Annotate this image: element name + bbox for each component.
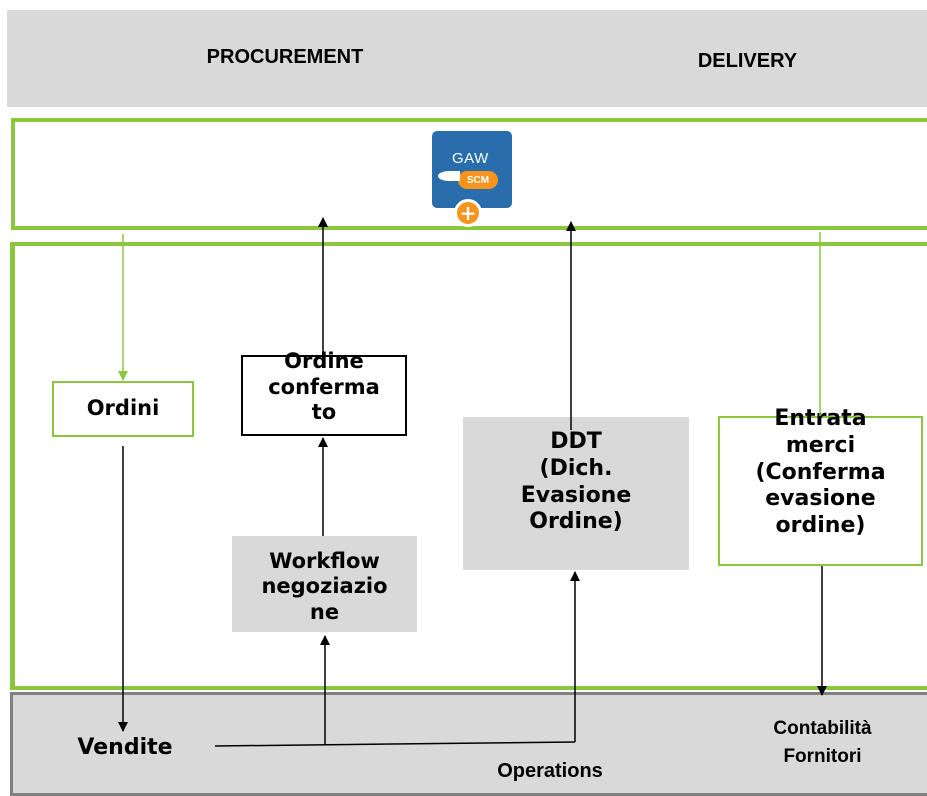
ordini-label: Ordini: [86, 396, 160, 421]
header-procurement-label: PROCUREMENT: [206, 46, 364, 68]
workflow-line-2: negoziazio: [261, 574, 388, 599]
operations-label: Operations: [497, 760, 603, 782]
ddt-line-2: (Dich.: [539, 455, 613, 481]
entrata-line-5: ordine): [775, 513, 866, 539]
ordine-confermato-box: Ordine conferma to: [241, 349, 407, 436]
header-band-procurement: [7, 10, 564, 107]
ordine-confermato-line-1: Ordine: [284, 349, 364, 373]
header-band-delivery: [564, 10, 927, 107]
contabilita-fornitori-label: Contabilità Fornitori: [720, 715, 925, 770]
ordini-box: Ordini: [52, 381, 194, 437]
contabilita-line-1: Contabilità: [773, 718, 872, 739]
department-lane: [10, 692, 927, 796]
logo-swoosh-icon: [438, 171, 460, 181]
header-delivery-label: DELIVERY: [697, 50, 798, 72]
line-vendite-to-operations: [214, 741, 576, 747]
entrata-line-2: merci: [785, 432, 856, 458]
ddt-box: DDT (Dich. Evasione Ordine): [463, 417, 689, 570]
entrata-line-4: evasione: [765, 486, 876, 512]
vendite-label: Vendite: [77, 735, 173, 760]
logo-scm-pill: SCM: [458, 171, 498, 189]
logo-plus-icon: +: [454, 199, 482, 227]
gaw-scm-logo: GAW SCM: [432, 131, 512, 208]
ddt-line-3: Evasione: [520, 482, 632, 508]
entrata-merci-box: Entrata merci (Conferma evasione ordine): [718, 406, 923, 566]
ddt-line-1: DDT: [550, 429, 602, 454]
ddt-line-4: Ordine): [529, 509, 623, 535]
ordine-confermato-line-2: conferma: [268, 374, 380, 399]
entrata-line-3: (Conferma: [755, 459, 886, 485]
ordine-confermato-line-3: to: [311, 400, 337, 425]
workflow-line-1: Workflow: [269, 548, 380, 573]
logo-gaw-text: GAW: [452, 150, 489, 167]
workflow-negoziazione-box: Workflow negoziazio ne: [232, 536, 417, 632]
workflow-line-3: ne: [309, 599, 340, 624]
contabilita-line-2: Fornitori: [783, 745, 862, 767]
